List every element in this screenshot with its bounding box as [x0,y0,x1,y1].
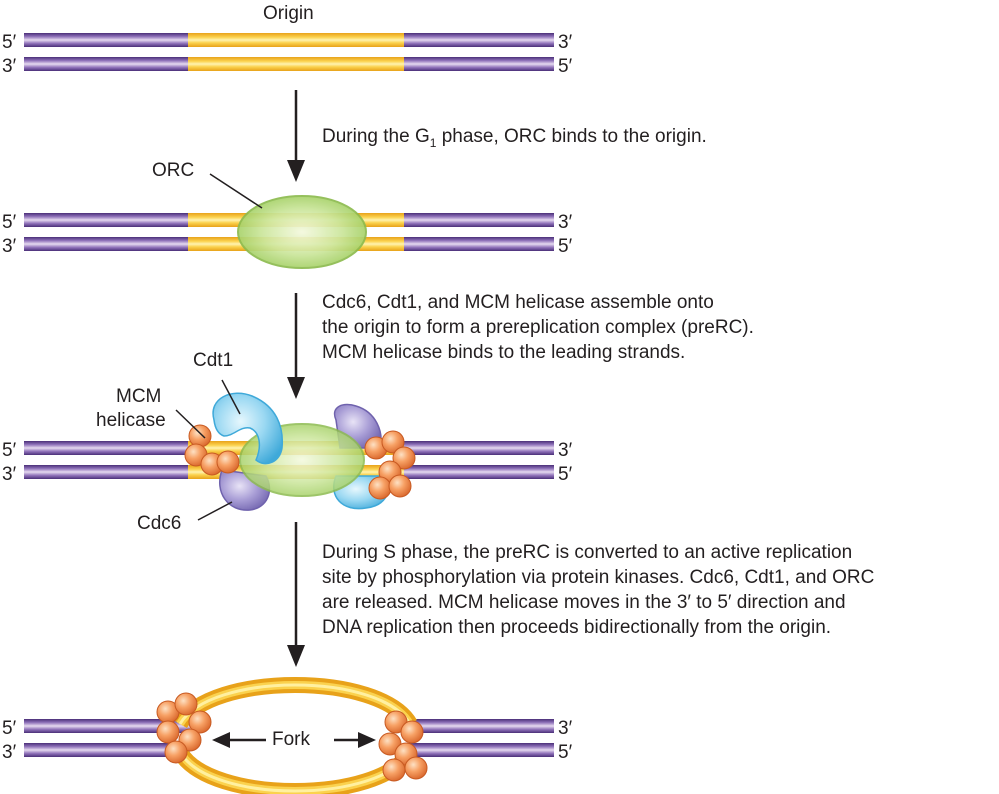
mcm-helicase-right [364,430,416,500]
strand-end-3prime-left-3: 3′ [2,464,17,485]
mcm-helicase-fork-left [156,692,212,764]
mcm-leader-line [175,409,206,439]
orc-complex [237,195,367,269]
step-2-line: the origin to form a prereplication comp… [322,317,754,338]
step-1-text-after: phase, ORC binds to the origin. [436,126,707,147]
step-2-line: Cdc6, Cdt1, and MCM helicase assemble on… [322,292,714,313]
origin-label: Origin [263,3,314,24]
orc-label: ORC [152,160,195,181]
strand-end-3prime-left-2: 3′ [2,236,17,257]
strand-end-3prime-right-2: 3′ [558,212,573,233]
dna-strand-bottom-right [404,57,554,71]
dna-strand-bottom-left [24,57,190,71]
strand-end-5prime-right-2: 5′ [558,236,573,257]
cdt1-leader-line [221,379,241,415]
replication-bubble-bottom-strand [173,747,417,794]
step-2-line: MCM helicase binds to the leading strand… [322,342,686,363]
strand-end-5prime-left-2: 5′ [2,212,17,233]
dna-strand-top-right [404,33,554,47]
arrow-2 [287,293,305,399]
origin-segment-bottom [188,57,406,71]
arrow-3 [287,522,305,667]
step-3-line: During S phase, the preRC is converted t… [322,542,853,563]
fork-arrow-left [212,732,266,748]
step-1-caption: During the G1 phase, ORC binds to the or… [322,124,707,156]
step-1-subscript: 1 [429,135,437,150]
strand-end-5prime-left-3: 5′ [2,440,17,461]
orc-leader-line [209,173,263,209]
step-3-line: DNA replication then proceeds bidirectio… [322,617,832,638]
strand-end-3prime-left-1: 3′ [2,56,17,77]
strand-end-5prime-right-1: 5′ [558,56,573,77]
strand-end-3prime-right-1: 3′ [558,32,573,53]
step-3-caption: During S phase, the preRC is converted t… [322,540,874,640]
dna-stage-1 [24,33,554,71]
strand-end-5prime-left-4: 5′ [2,718,17,739]
cdt1-left-protein [212,392,284,465]
strand-end-3prime-left-4: 3′ [2,742,17,763]
cdt1-label: Cdt1 [193,350,234,371]
step-3-line: are released. MCM helicase moves in the … [322,592,846,613]
origin-segment-top [188,33,406,47]
cdc6-leader-line [197,501,233,521]
step-1-text-before: During the G [322,126,430,147]
mcm-helicase-fork-right [378,710,428,782]
fork-arrow-right [334,732,376,748]
strand-end-3prime-right-4: 3′ [558,718,573,739]
arrow-1 [287,90,305,182]
cdc6-label: Cdc6 [137,513,182,534]
mcm-helicase-left [184,424,240,476]
step-3-line: site by phosphorylation via protein kina… [322,567,875,588]
strand-end-3prime-right-3: 3′ [558,440,573,461]
mcm-label-line1: MCM [116,386,162,407]
fork-label: Fork [272,729,310,750]
mcm-label-line2: helicase [96,410,166,431]
replication-bubble-top-strand [173,677,417,729]
strand-end-5prime-left-1: 5′ [2,32,17,53]
dna-strand-top-left [24,33,190,47]
step-2-caption: Cdc6, Cdt1, and MCM helicase assemble on… [322,290,754,365]
strand-end-5prime-right-3: 5′ [558,464,573,485]
strand-end-5prime-right-4: 5′ [558,742,573,763]
